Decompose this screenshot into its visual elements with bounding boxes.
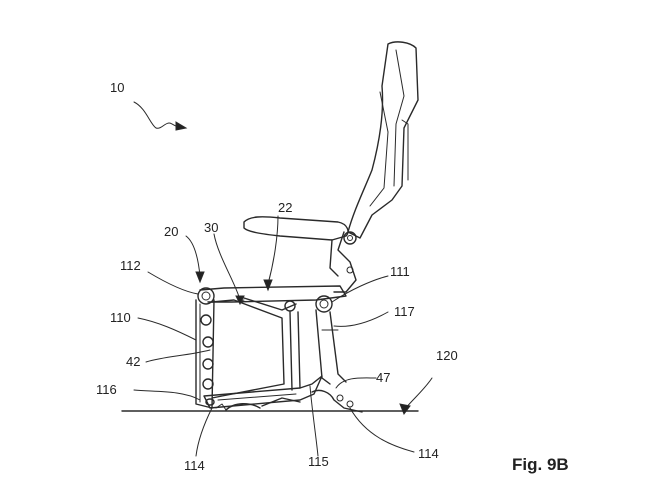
ref-114-right: 114 (418, 446, 439, 461)
ref-112: 112 (120, 258, 141, 273)
figure-label: Fig. 9B (512, 455, 569, 474)
ref-22: 22 (278, 200, 292, 215)
ref-42: 42 (126, 354, 140, 369)
support-post (289, 311, 301, 391)
ref-47: 47 (376, 370, 390, 385)
floor-track (215, 389, 363, 413)
ref-20: 20 (164, 224, 178, 239)
armrest (243, 216, 349, 277)
ref-114-left: 114 (184, 458, 205, 473)
seat-back (347, 41, 419, 239)
ref-111: 111 (390, 264, 410, 279)
rear-link (315, 295, 347, 385)
bottom-rail (203, 375, 323, 409)
ref-116: 116 (96, 382, 117, 397)
ref-10: 10 (110, 80, 124, 95)
ref-115: 115 (308, 454, 329, 469)
front-frame (195, 287, 215, 409)
leader-lines (133, 101, 433, 457)
seat-pan (199, 285, 347, 312)
ref-120: 120 (436, 348, 458, 363)
back-pivot (343, 231, 357, 245)
ref-110: 110 (110, 310, 131, 325)
ref-117: 117 (394, 304, 415, 319)
compartment (211, 299, 285, 399)
ref-30: 30 (204, 220, 218, 235)
